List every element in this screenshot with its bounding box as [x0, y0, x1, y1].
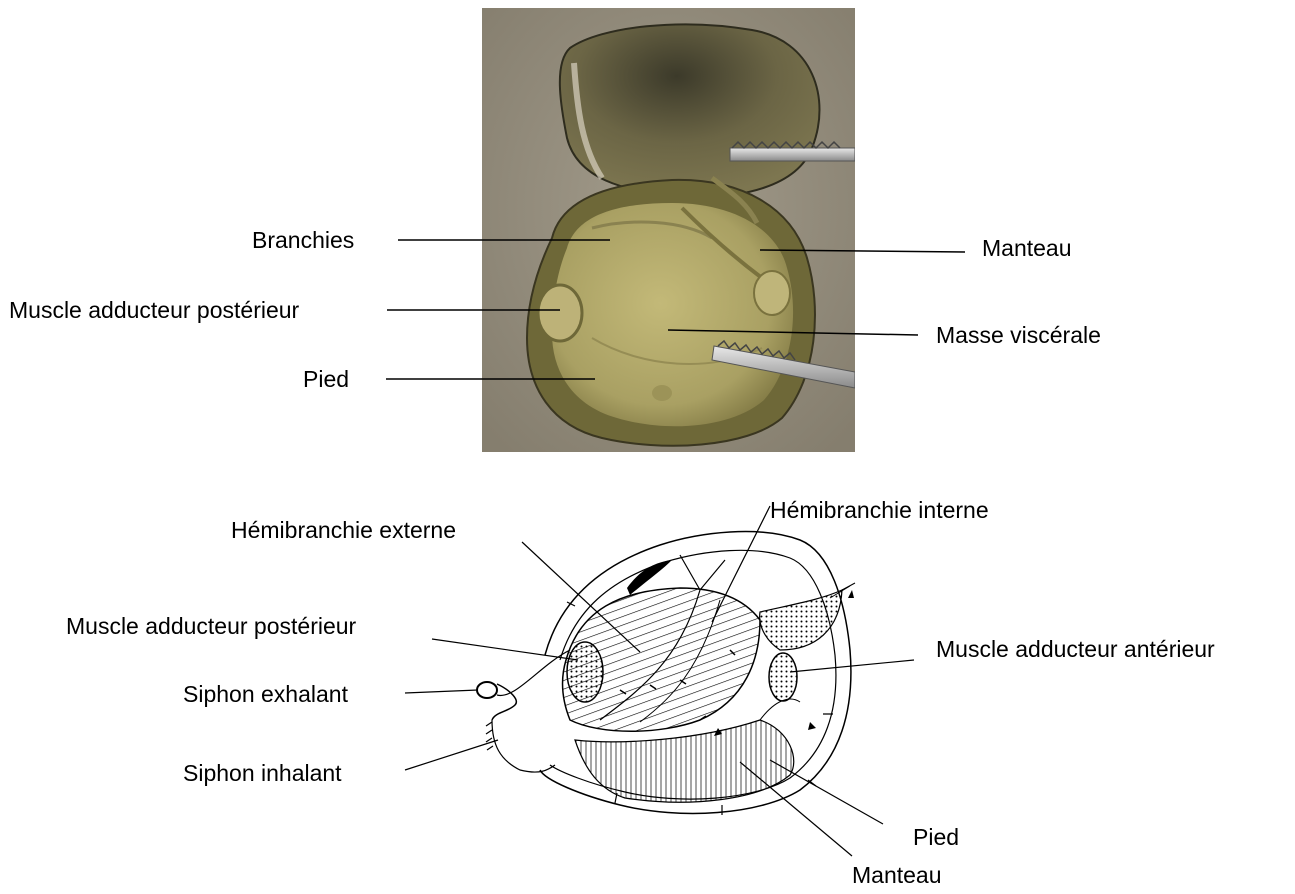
siphon-exhalant-tube: [477, 682, 497, 698]
siphon-inhalant-tube: [492, 720, 555, 772]
leader-manteau-schema: [740, 762, 852, 856]
label-masse-viscerale: Masse viscérale: [936, 324, 1101, 347]
labial-palps: [760, 590, 842, 650]
label-muscle-adducteur-anterieur: Muscle adducteur antérieur: [936, 638, 1215, 661]
foot-drawing: [575, 720, 794, 802]
leader-manteau: [760, 250, 965, 252]
leader-muscle-adducteur-anterieur: [790, 660, 914, 672]
photo-leader-lines: [0, 0, 1295, 460]
anterior-adductor-drawing: [769, 653, 797, 701]
label-schema-manteau: Manteau: [852, 864, 942, 887]
label-schema-pied: Pied: [913, 826, 959, 849]
leader-masse-viscerale: [668, 330, 918, 335]
label-schema-muscle-adducteur-posterieur: Muscle adducteur postérieur: [66, 615, 356, 638]
leader-muscle-adducteur-posterieur: [432, 639, 578, 660]
label-branchies: Branchies: [252, 229, 354, 252]
label-siphon-exhalant: Siphon exhalant: [183, 683, 348, 706]
label-hemibranchie-interne: Hémibranchie interne: [770, 499, 989, 522]
label-hemibranchie-externe: Hémibranchie externe: [231, 519, 456, 542]
leader-siphon-inhalant: [405, 740, 498, 770]
label-muscle-adducteur-posterieur: Muscle adducteur postérieur: [9, 299, 299, 322]
leader-pied-schema: [770, 760, 883, 824]
schematic-drawing: [0, 460, 1295, 894]
posterior-adductor-drawing: [567, 642, 603, 702]
label-pied: Pied: [303, 368, 349, 391]
leader-siphon-exhalant: [405, 690, 478, 693]
label-siphon-inhalant: Siphon inhalant: [183, 762, 342, 785]
label-manteau: Manteau: [982, 237, 1072, 260]
